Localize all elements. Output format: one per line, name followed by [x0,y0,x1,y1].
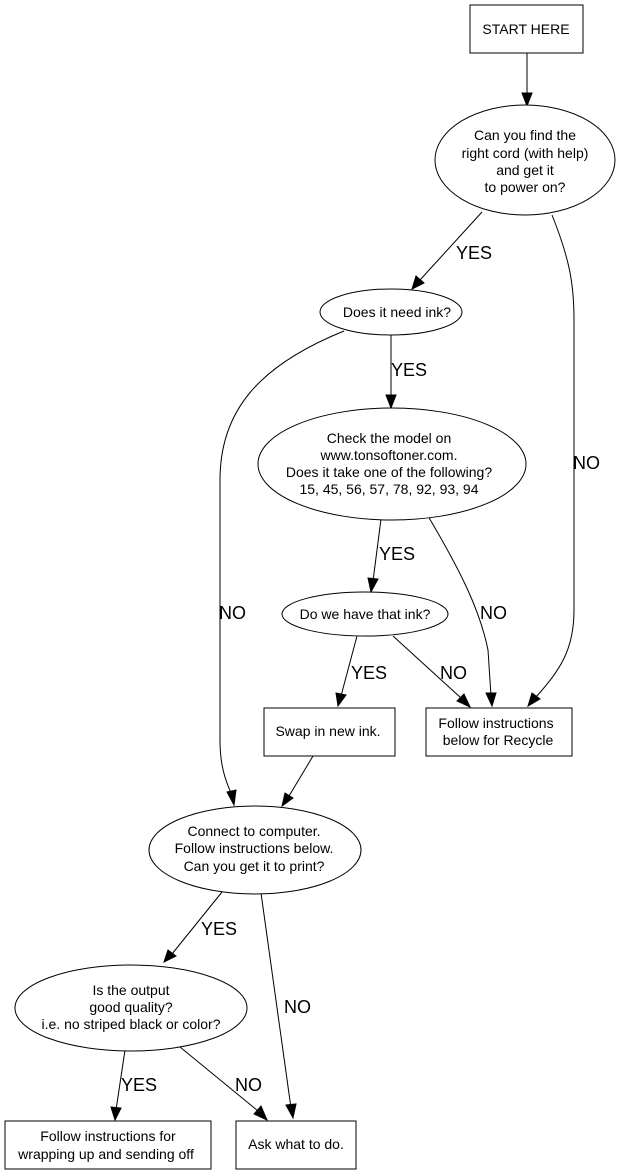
edge-label-no: NO [219,603,246,623]
node-text: Does it take one of the following? [286,464,492,480]
arrowhead [163,949,177,963]
arrowhead [521,92,533,108]
edge-label-no: NO [573,453,600,473]
edge-label-no: NO [480,603,507,623]
node-text: right cord (with help) [462,145,589,161]
nodes: START HERE Can you find the right cord (… [4,4,616,1170]
node-text: i.e. no striped black or color? [42,1016,221,1032]
node-text: www.tonsoftoner.com. [320,447,458,463]
arrowhead [281,792,294,808]
edge-need-ink-to-connect-no [219,330,345,796]
node-check-model[interactable]: Check the model on www.tonsoftoner.com. … [257,407,527,521]
node-text: Is the output [92,982,169,998]
edge-quality-to-ask-no [179,1046,259,1112]
edge-label-yes: YES [456,243,492,263]
edge-label-yes: YES [379,544,415,564]
arrowhead [411,275,425,290]
edge-quality-to-wrap-yes [115,1049,126,1111]
node-text: good quality? [89,999,173,1015]
node-text: Does it need ink? [343,304,451,320]
edges: YES NO YES NO YES NO YES NO YES NO YES [110,53,600,1122]
node-text: to power on? [485,179,566,195]
arrowhead [285,1103,297,1120]
arrowhead [527,692,541,708]
arrowhead [110,1106,122,1122]
arrowhead [226,789,237,807]
edge-swap-to-connect [288,755,314,797]
node-text: Can you find the [474,127,576,143]
node-have-ink[interactable]: Do we have that ink? [281,591,449,637]
edge-connect-to-quality-yes [171,891,223,955]
arrowhead [456,693,472,709]
node-connect-computer[interactable]: Connect to computer. Follow instructions… [148,805,362,895]
edge-label-yes: YES [121,1075,157,1095]
node-ask-what-to-do[interactable]: Ask what to do. [235,1120,357,1170]
node-text: Follow instructions [438,715,553,731]
arrowhead [335,692,347,708]
node-text: Connect to computer. [187,823,320,839]
node-swap-ink[interactable]: Swap in new ink. [263,707,396,757]
node-need-ink[interactable]: Does it need ink? [319,288,463,336]
node-recycle[interactable]: Follow instructions below for Recycle [425,707,573,757]
node-find-cord[interactable]: Can you find the right cord (with help) … [434,104,616,216]
edge-cord-to-recycle-no [535,214,575,698]
node-text: START HERE [482,21,569,37]
node-text: wrapping up and sending off [17,1146,194,1162]
node-text: Check the model on [327,430,452,446]
edge-label-no: NO [235,1075,262,1095]
arrowhead [385,394,397,410]
node-text: Ask what to do. [248,1136,344,1152]
arrowhead [367,577,379,594]
node-text: Swap in new ink. [275,723,380,739]
edge-label-yes: YES [391,360,427,380]
node-text: Follow instructions for [40,1128,176,1144]
node-start-here[interactable]: START HERE [469,4,584,54]
edge-cord-to-need-ink-yes [419,211,483,281]
edge-label-yes: YES [351,663,387,683]
edge-connect-to-ask-no [260,892,292,1109]
edge-label-no: NO [440,663,467,683]
edge-label-yes: YES [201,919,237,939]
node-text: 15, 45, 56, 57, 78, 92, 93, 94 [299,481,478,497]
node-output-quality[interactable]: Is the output good quality? i.e. no stri… [14,964,248,1052]
node-wrap-up[interactable]: Follow instructions for wrapping up and … [4,1120,212,1170]
node-text: Follow instructions below. [175,840,334,856]
arrowhead [485,692,497,708]
edge-have-ink-to-swap-yes [340,635,358,697]
node-text: below for Recycle [443,732,554,748]
node-text: Can you get it to print? [184,858,325,874]
node-text: Do we have that ink? [300,606,431,622]
edge-check-model-to-recycle-no [427,515,492,697]
edge-check-model-to-have-ink-yes [372,518,382,582]
arrowhead [253,1105,268,1121]
node-text: and get it [496,162,554,178]
edge-label-no: NO [284,997,311,1017]
edge-have-ink-to-recycle-no [392,635,462,699]
